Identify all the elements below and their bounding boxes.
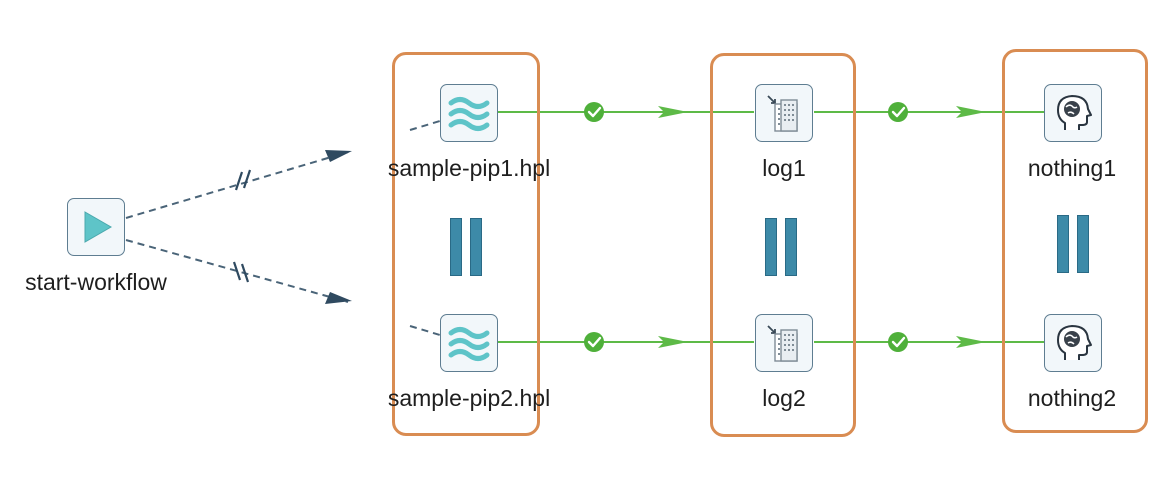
success-check-icon: [584, 332, 604, 352]
parallel-icon: [234, 169, 252, 191]
group-logs: [710, 53, 856, 437]
action-label: log1: [762, 155, 806, 181]
parallel-bars-icon: [450, 218, 482, 276]
group-pipelines: [392, 52, 540, 436]
success-check-icon: [888, 332, 908, 352]
action-label: nothing2: [1027, 385, 1117, 411]
hop-start-to-pip1[interactable]: [125, 120, 441, 219]
action-log2[interactable]: [755, 314, 813, 372]
success-check-icon: [888, 102, 908, 122]
pipeline-waves-icon: [447, 323, 491, 363]
action-log1[interactable]: [755, 84, 813, 142]
action-sample-pip2[interactable]: [440, 314, 498, 372]
play-icon: [76, 207, 116, 247]
parallel-bars-icon: [1057, 215, 1089, 273]
dummy-head-icon: [1053, 322, 1093, 364]
parallel-icon: [232, 261, 250, 283]
write-to-log-icon: [764, 92, 804, 134]
success-check-icon: [584, 102, 604, 122]
action-sample-pip1[interactable]: [440, 84, 498, 142]
action-label: start-workflow: [25, 269, 167, 295]
dummy-head-icon: [1053, 92, 1093, 134]
action-label: sample-pip1.hpl: [387, 155, 551, 181]
pipeline-waves-icon: [447, 93, 491, 133]
action-label: nothing1: [1027, 155, 1117, 181]
hop-start-to-pip2[interactable]: [125, 239, 441, 336]
write-to-log-icon: [764, 322, 804, 364]
hop-log1-to-nothing1[interactable]: [814, 102, 1044, 122]
action-label: log2: [762, 385, 806, 411]
action-nothing2[interactable]: [1044, 314, 1102, 372]
hop-log2-to-nothing2[interactable]: [814, 332, 1044, 352]
action-label: sample-pip2.hpl: [387, 385, 551, 411]
action-start-workflow[interactable]: [67, 198, 125, 256]
group-nothings: [1002, 49, 1148, 433]
parallel-bars-icon: [765, 218, 797, 276]
action-nothing1[interactable]: [1044, 84, 1102, 142]
